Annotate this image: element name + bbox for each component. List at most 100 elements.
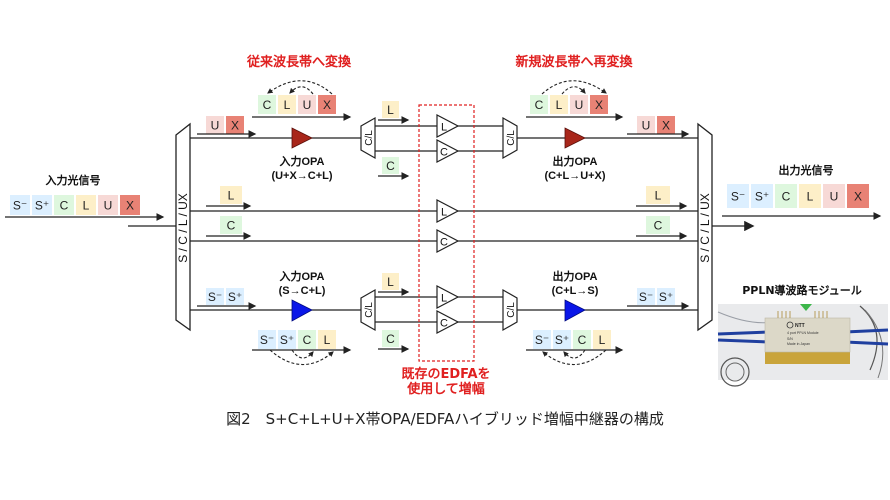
new-band-reconversion-label: 新規波長帯へ再変換 <box>515 54 633 70</box>
band-label: U <box>303 98 312 112</box>
top-branch-c-band: C <box>382 157 399 174</box>
mid-out-band-l: L <box>646 186 670 204</box>
edfa-amp-c: C <box>436 139 460 163</box>
svg-text:C/L: C/L <box>506 302 517 318</box>
band-box-s <box>278 330 296 349</box>
band-box-x <box>120 195 140 215</box>
band-box-s <box>637 288 655 305</box>
top-cl-combiner: C/L <box>502 116 518 160</box>
band-label: S⁺ <box>555 333 569 347</box>
band-box-c <box>258 95 276 114</box>
band-label: C <box>782 190 791 204</box>
band-label: L <box>228 189 235 203</box>
bottom-output-opa-icon <box>564 299 586 322</box>
band-box-l <box>278 95 296 114</box>
band-label: S⁺ <box>35 199 49 213</box>
bottom-branch-l-band: L <box>382 273 399 290</box>
bottom-input-conversion-arcs <box>269 349 334 365</box>
svg-text:C/L: C/L <box>364 130 375 146</box>
band-label: L <box>284 98 291 112</box>
edfa-amp-l: L <box>436 285 460 309</box>
input-signal-title: 入力光信号 <box>46 173 101 187</box>
svg-text:C/L: C/L <box>506 130 517 146</box>
band-label: S⁻ <box>13 199 27 213</box>
figure-caption: 図2 S+C+L+U+X帯OPA/EDFAハイブリッド増幅中継器の構成 <box>226 410 664 428</box>
edfa-amp-c: C <box>436 310 460 334</box>
mid-in-band-c: C <box>220 216 242 234</box>
edfa-amp-l: L <box>436 199 460 223</box>
band-label: L <box>387 103 394 117</box>
bottom-in-bands: S⁻S⁺ <box>206 288 244 305</box>
band-box-s <box>727 184 749 208</box>
band-label: C <box>535 98 544 112</box>
band-box-c <box>775 184 797 208</box>
band-label: S⁺ <box>659 290 673 304</box>
ppln-brand: NTT <box>795 323 805 329</box>
bottom-input-opa-name: 入力OPA <box>279 269 324 283</box>
band-box-s <box>226 288 244 305</box>
bottom-output-opa-name: 出力OPA <box>552 269 597 283</box>
band-label: U <box>104 199 113 213</box>
ppln-module-title: PPLN導波路モジュール <box>742 283 862 297</box>
band-box-s <box>258 330 276 349</box>
edfa-amp-label: L <box>441 207 447 219</box>
band-label: S⁻ <box>639 290 653 304</box>
output-signal-title: 出力光信号 <box>779 163 834 177</box>
edfa-annotation-line2: 使用して増幅 <box>406 381 485 397</box>
band-box-s <box>751 184 773 208</box>
band-label: U <box>211 119 220 133</box>
bottom-output-conversion-arcs <box>542 349 607 365</box>
band-box-c <box>220 216 242 234</box>
band-box-l <box>318 330 336 349</box>
bottom-cl-splitter: C/L <box>360 288 376 332</box>
band-label: S⁺ <box>755 190 769 204</box>
top-cl-splitter: C/L <box>360 116 376 160</box>
top-input-conversion-arcs <box>267 80 333 95</box>
band-box-x <box>657 116 675 134</box>
band-box-s <box>32 195 52 215</box>
bottom-input-opa-conversion: (S→C+L) <box>279 285 326 297</box>
ppln-text-line2: S/N <box>787 337 793 341</box>
band-box-c <box>382 157 399 174</box>
band-box-x <box>590 95 608 114</box>
band-label: X <box>662 119 670 133</box>
band-label: S⁺ <box>280 333 294 347</box>
band-label: C <box>303 333 312 347</box>
top-output-opa-name: 出力OPA <box>552 154 597 168</box>
top-output-opa-icon <box>564 127 586 149</box>
band-label: S⁻ <box>208 290 222 304</box>
band-label: C <box>60 199 69 213</box>
band-label: L <box>83 199 90 213</box>
band-box-s <box>553 330 571 349</box>
edfa-region <box>418 104 475 362</box>
top-input-opa-icon <box>291 127 313 149</box>
edfa-amp-label: C <box>440 318 448 330</box>
ppln-text-line3: Made in Japan <box>787 342 810 346</box>
band-label: U <box>642 119 651 133</box>
band-box-s <box>533 330 551 349</box>
band-box-l <box>799 184 821 208</box>
band-label: X <box>231 119 239 133</box>
edfa-annotation-line1: 既存のEDFAを <box>401 366 490 382</box>
band-box-u <box>298 95 316 114</box>
top-input-opa-name: 入力OPA <box>279 154 324 168</box>
band-label: C <box>227 219 236 233</box>
edfa-amp-label: C <box>440 147 448 159</box>
band-box-c <box>530 95 548 114</box>
band-label: C <box>654 219 663 233</box>
band-box-c <box>573 330 591 349</box>
band-label: U <box>575 98 584 112</box>
band-label: L <box>556 98 563 112</box>
band-label: U <box>830 190 839 204</box>
band-box-s <box>10 195 30 215</box>
